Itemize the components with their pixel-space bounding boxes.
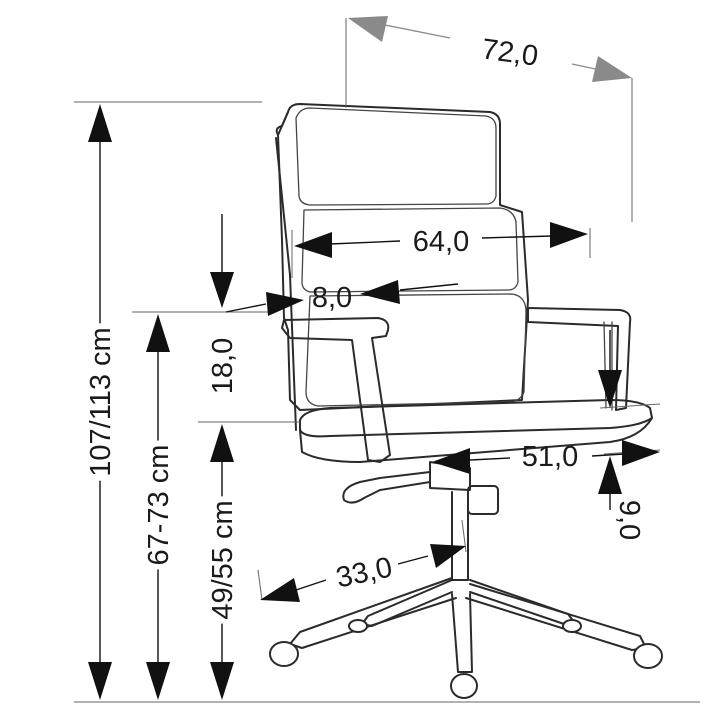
gas-cylinder [451,491,469,581]
dim-seat-depth [432,440,660,474]
wheel-icon [348,619,368,633]
extension-lines [74,18,700,703]
dimension-labels: 72,0 64,0 8,0 51,0 33,0 9,0 18,0 107/113… [83,33,647,624]
armrest-height-label: 67-73 cm [143,445,175,566]
base-arm-front [451,593,473,673]
armrest-right [527,307,632,411]
chair-illustration [269,103,663,699]
lever [342,471,431,504]
backrest-side [275,111,297,431]
backrest-top-cushion [295,107,497,206]
wheel-icon [562,619,582,633]
total-height-label: 107/113 cm [85,327,117,476]
backrest-lower-cushion [305,293,527,407]
backrest-width-label: 64,0 [413,226,469,258]
armrest-left [281,317,391,463]
wheel-icon [633,643,663,669]
overall-depth-label: 72,0 [480,33,540,73]
seat-depth-label: 51,0 [522,441,578,473]
armrest-height-label-mask [141,440,177,570]
backrest-frame [277,103,529,411]
backrest-middle-cushion [301,207,519,293]
base-arm-back-right [469,579,575,625]
dim-overall-depth [348,16,632,82]
base-arm-front-right [465,583,647,651]
seat-height-label: 49/55 cm [207,500,239,619]
lumbar-offset-label: 8,0 [312,282,352,314]
seat-height-label-mask [205,496,241,624]
dim-backrest-width [294,222,588,258]
seat-thickness-label: 9,0 [613,500,645,540]
dim-base-radius [260,544,466,602]
wheels [269,619,663,699]
armrest-to-seat-label-mask [205,333,241,399]
armrest-to-seat-label: 18,0 [207,338,239,394]
wheel-icon [269,641,299,667]
base-radius-label: 33,0 [333,551,395,594]
gas-cylinder-cover [467,485,499,515]
wheel-icon [450,673,478,699]
dim-armrest-to-seat [210,214,234,308]
dim-lumbar [225,280,459,316]
seat-thickness-label-mask [611,495,647,545]
dim-seat-thickness [598,330,622,510]
seat-underside [299,417,653,463]
total-height-label-mask [83,323,119,481]
